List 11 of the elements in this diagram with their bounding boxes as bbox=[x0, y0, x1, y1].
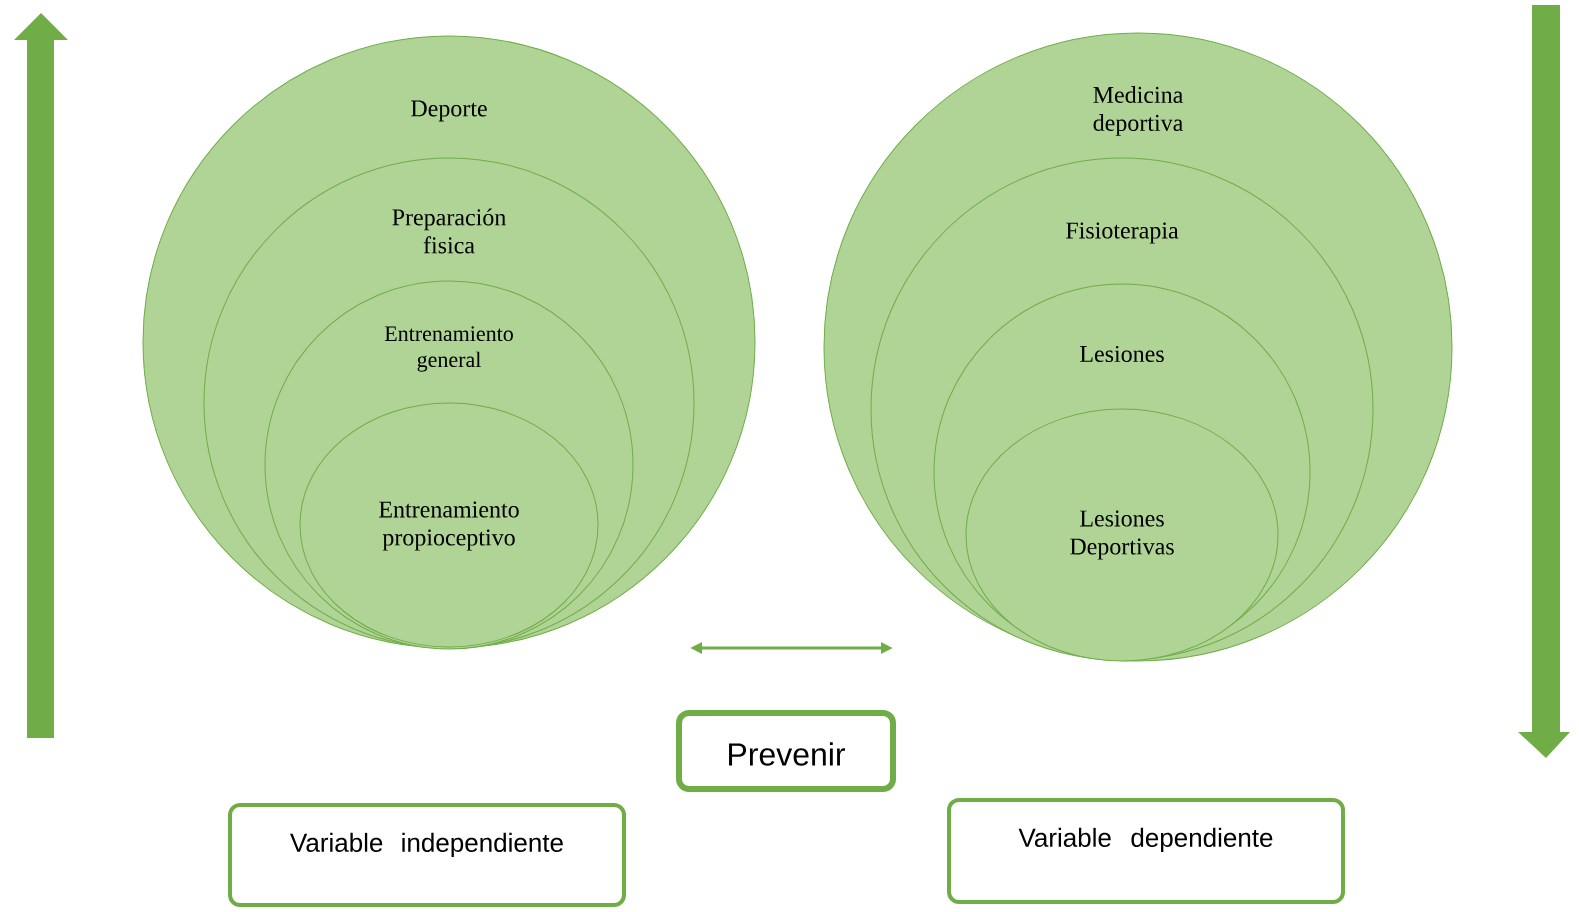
circle-label: Deporte bbox=[411, 100, 487, 122]
circle-label: Fisioterapia bbox=[1066, 222, 1179, 244]
circle-label: Preparación fisica bbox=[392, 208, 506, 254]
circle-label: Entrenamiento general bbox=[384, 326, 513, 372]
circle-label: Lesiones Deportivas bbox=[1070, 510, 1174, 560]
circle-label: Medicina deportiva bbox=[1093, 86, 1183, 136]
text-box: Prevenir bbox=[676, 710, 896, 792]
text-box: Variable dependiente bbox=[947, 798, 1345, 904]
text-box: Variable independiente bbox=[228, 803, 626, 907]
circle-label: Lesiones bbox=[1080, 345, 1164, 363]
circle-label: Entrenamiento propioceptivo bbox=[379, 501, 519, 551]
